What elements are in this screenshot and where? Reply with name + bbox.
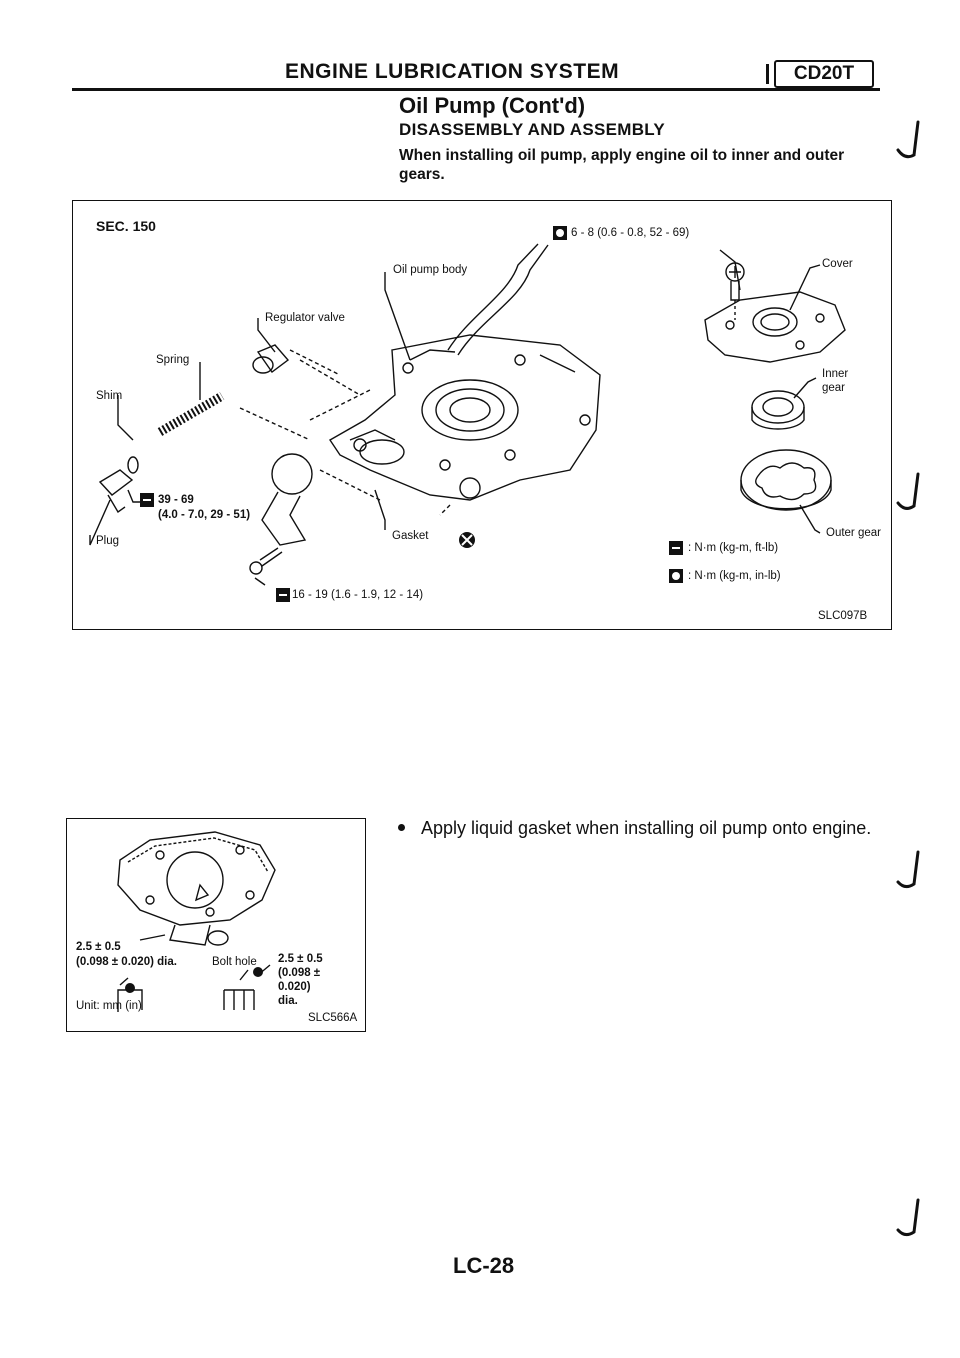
dim-left-line1: 2.5 ± 0.5 [76, 941, 121, 953]
engine-code-badge: CD20T [766, 60, 874, 88]
inner-gear-label-line2: gear [822, 382, 846, 394]
cover-screw-torque: 6 - 8 (0.6 - 0.8, 52 - 69) [571, 227, 690, 239]
bolt-torque-label: 16 - 19 (1.6 - 1.9, 12 - 14) [292, 589, 424, 601]
inner-gear-label-line1: Inner [822, 368, 849, 380]
check-mark-icon [896, 1198, 920, 1237]
section-number: SEC. 150 [96, 218, 156, 234]
instruction-text: When installing oil pump, apply engine o… [399, 147, 845, 183]
dim-right-line2: (0.098 ± [278, 967, 321, 979]
plug-label: Plug [96, 535, 120, 547]
legend-in-lb: : N·m (kg-m, in-lb) [688, 570, 781, 582]
regulator-valve-label: Regulator valve [265, 312, 345, 324]
liquid-gasket-note: Apply liquid gasket when installing oil … [398, 818, 871, 839]
plug-torque-line1: 39 - 69 [158, 494, 194, 506]
section-subtitle: DISASSEMBLY AND ASSEMBLY [399, 120, 666, 139]
gasket-label: Gasket [392, 530, 429, 542]
figure1-id: SLC097B [818, 610, 868, 622]
figure2-id: SLC566A [308, 1012, 358, 1024]
dim-right-line3: 0.020) [278, 981, 311, 993]
outer-gear-label: Outer gear [826, 527, 881, 539]
check-mark-icon [896, 472, 920, 510]
unit-label: Unit: mm (in) [76, 1000, 142, 1012]
plug-torque-line2: (4.0 - 7.0, 29 - 51) [158, 509, 251, 521]
bolt-hole-label: Bolt hole [212, 956, 257, 968]
spring-label: Spring [156, 354, 190, 366]
page-header-title: ENGINE LUBRICATION SYSTEM [285, 60, 620, 83]
dim-right-line4: dia. [278, 995, 298, 1007]
section-title: Oil Pump (Cont'd) [399, 93, 586, 118]
liquid-gasket-figure [66, 818, 366, 1032]
shim-label: Shim [96, 390, 123, 402]
oil-pump-body-label: Oil pump body [393, 264, 468, 276]
cover-label: Cover [822, 258, 853, 270]
legend-ft-lb: : N·m (kg-m, ft-lb) [688, 542, 779, 554]
bullet-icon [398, 823, 405, 831]
dim-right-line1: 2.5 ± 0.5 [278, 953, 323, 965]
page-number: LC-28 [453, 1253, 515, 1278]
check-mark-icon [896, 120, 920, 159]
note-text: Apply liquid gasket when installing oil … [421, 818, 872, 838]
check-mark-icon [896, 850, 920, 889]
dim-left-line2: (0.098 ± 0.020) dia. [76, 956, 177, 968]
header-rule [72, 88, 880, 91]
